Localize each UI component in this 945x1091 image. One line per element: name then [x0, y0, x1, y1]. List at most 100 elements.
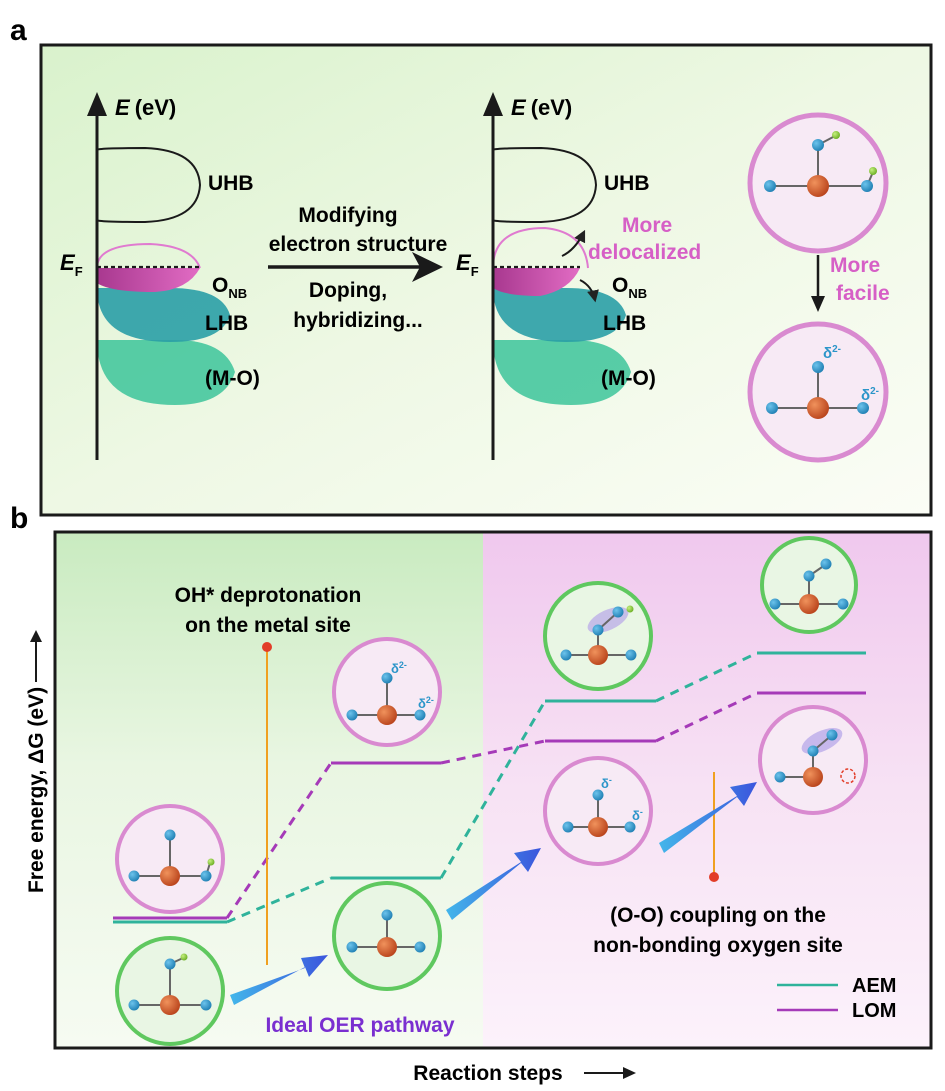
- onb-label: ONB: [212, 274, 247, 301]
- lom-connector: [440, 739, 546, 765]
- lom-connector: [655, 691, 758, 743]
- panel-a-label: a: [10, 14, 27, 47]
- aem-connector: [226, 876, 332, 924]
- oxygen-atom: [200, 999, 212, 1011]
- panel-b-label: b: [10, 502, 28, 535]
- lhb-band: [97, 288, 230, 342]
- oxygen-atom: [414, 709, 426, 721]
- delta-label: δ-: [632, 807, 643, 823]
- delta-label: δ2-: [861, 386, 879, 404]
- oxygen-atom: [837, 598, 849, 610]
- oxygen-atom: [612, 606, 624, 618]
- band-diagram-before: E(eV) EF UHB ONB LHB (M-O): [60, 92, 260, 460]
- more-facile-line-1: More: [830, 254, 880, 277]
- oxygen-atom: [164, 829, 176, 841]
- hydrogen-atom: [180, 953, 188, 961]
- uhb-band: [96, 146, 202, 224]
- oxygen-atom: [200, 870, 212, 882]
- oxygen-atom: [769, 598, 781, 610]
- oxygen-atom: [346, 709, 358, 721]
- oxygen-atom: [857, 402, 869, 414]
- oh-annotation-line-1: OH* deprotonation: [175, 584, 362, 607]
- molecule-b-step2-lom: δ2- δ2-: [332, 637, 442, 747]
- oxygen-atom: [414, 941, 426, 953]
- oo-annotation-line-1: (O-O) coupling on the: [610, 904, 826, 927]
- mo-band: [97, 340, 235, 405]
- oxygen-atom: [381, 909, 393, 921]
- facile-arrowhead: [811, 296, 825, 312]
- transformation-arrowhead: [412, 252, 443, 282]
- down-shift-arrow: [579, 279, 599, 303]
- mo-label-after: (M-O): [601, 367, 656, 390]
- aem-connector: [439, 700, 547, 879]
- energy-axis-arrowhead-after: [483, 92, 503, 116]
- energy-axis-label: E(eV): [115, 95, 176, 120]
- onb-label-after: ONB: [612, 274, 647, 301]
- metal-atom: [588, 645, 608, 665]
- arrow-top-line-2: electron structure: [269, 233, 448, 256]
- metal-atom: [377, 705, 397, 725]
- molecule-a-bottom: δ2- δ2-: [747, 321, 889, 463]
- ideal-arrow: [659, 782, 757, 853]
- molecule-b-final-lom: [758, 705, 868, 815]
- oxygen-atom: [826, 729, 838, 741]
- ideal-pathway-arrows: [230, 782, 757, 1005]
- lhb-label: LHB: [205, 312, 248, 335]
- oh-pointer-dot: [262, 642, 272, 652]
- molecule-b-step3-lom: δ- δ-: [543, 756, 653, 866]
- oo-pointer-dot: [709, 872, 719, 882]
- more-facile-line-2: facile: [836, 282, 890, 305]
- y-axis-title: Free energy, ΔG (eV): [25, 630, 48, 893]
- oxygen-atom: [774, 771, 786, 783]
- fermi-label: EF: [60, 250, 83, 279]
- hydrogen-atom: [832, 131, 840, 139]
- hydrogen-atom: [626, 605, 634, 613]
- molecule-b-final-aem: [760, 536, 858, 634]
- oxygen-atom: [624, 821, 636, 833]
- aem-pathway: [113, 651, 866, 924]
- y-axis-label: Free energy, ΔG (eV): [25, 687, 48, 893]
- delta-label: δ2-: [823, 344, 841, 362]
- mo-label: (M-O): [205, 367, 260, 390]
- oh-annotation-line-2: on the metal site: [185, 614, 351, 637]
- onb-empty-band-after: [492, 226, 589, 269]
- oxygen-atom: [346, 941, 358, 953]
- mo-band-after: [493, 340, 631, 405]
- oxygen-vacancy: [840, 768, 856, 784]
- uhb-label: UHB: [208, 172, 254, 195]
- lom-pathway: [113, 691, 866, 920]
- fermi-label-after: EF: [456, 250, 479, 279]
- oxygen-atom: [592, 624, 604, 636]
- oxygen-atom: [812, 361, 824, 373]
- oxygen-atom: [766, 402, 778, 414]
- more-delocalized-line-2: delocalized: [588, 241, 701, 264]
- delta-label: δ2-: [391, 660, 407, 676]
- panel-b-frame: [53, 530, 933, 1050]
- metal-atom: [377, 937, 397, 957]
- metal-atom: [799, 594, 819, 614]
- oxygen-atom: [164, 958, 176, 970]
- oxygen-atom: [128, 999, 140, 1011]
- arrow-top-line-1: Modifying: [298, 204, 397, 227]
- molecule-b-step2-aem: [332, 881, 442, 991]
- molecule-b-step3-aem: [543, 581, 653, 691]
- legend: AEM LOM: [777, 975, 896, 1022]
- oo-annotation-line-2: non-bonding oxygen site: [593, 934, 843, 957]
- uhb-label-after: UHB: [604, 172, 650, 195]
- uhb-band-after: [492, 146, 598, 224]
- hydrogen-atom: [869, 167, 877, 175]
- more-delocalized-line-1: More: [622, 214, 672, 237]
- metal-atom: [807, 397, 829, 419]
- arrow-bottom-line-1: Doping,: [309, 279, 387, 302]
- oxygen-atom: [803, 570, 815, 582]
- oxygen-atom: [381, 672, 393, 684]
- oxygen-atom: [625, 649, 637, 661]
- oxygen-atom: [764, 180, 776, 192]
- energy-axis-arrowhead: [87, 92, 107, 116]
- aem-connector: [655, 651, 758, 703]
- oxygen-atom: [560, 649, 572, 661]
- oxygen-atom: [562, 821, 574, 833]
- metal-atom: [803, 767, 823, 787]
- metal-atom: [160, 995, 180, 1015]
